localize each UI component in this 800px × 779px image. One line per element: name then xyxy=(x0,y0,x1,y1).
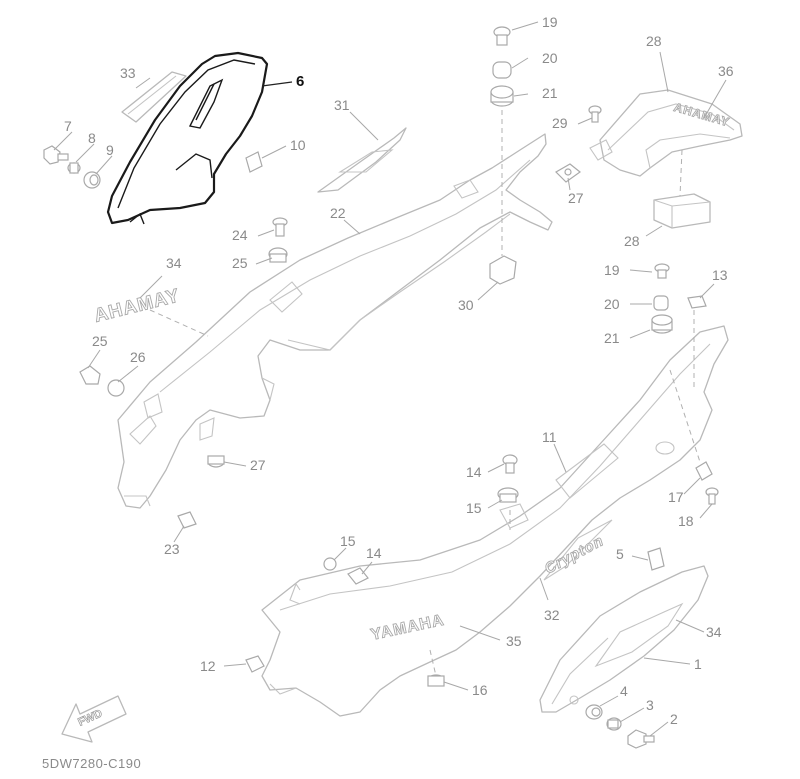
damper-part-21-upper[interactable] xyxy=(490,85,514,107)
callout-15-lower: 15 xyxy=(340,533,356,549)
callout-10: 10 xyxy=(290,137,306,153)
bolt-part-19-upper[interactable] xyxy=(493,26,511,46)
callout-29: 27 xyxy=(568,190,584,206)
clip-part-13[interactable] xyxy=(687,295,707,309)
callout-30: 29 xyxy=(552,115,568,131)
callout-25-left: 26 xyxy=(130,349,146,365)
callout-15-middle: 15 xyxy=(466,500,482,516)
collar-part-25-upper[interactable] xyxy=(268,247,288,263)
rear-cowl-part-22[interactable] xyxy=(117,133,553,509)
yamaha-mirrored-logo: AHAMAY xyxy=(92,285,183,327)
callout-16: 16 xyxy=(472,682,488,698)
side-cover-part-6[interactable] xyxy=(106,51,269,225)
seat-cowl-part-27[interactable] xyxy=(589,89,743,177)
callout-13: 13 xyxy=(712,267,728,283)
collar-part-8[interactable] xyxy=(67,162,81,174)
grommet-part-12[interactable] xyxy=(245,655,265,673)
fwd-arrow: FWD xyxy=(61,695,127,743)
bolt-part-7[interactable] xyxy=(43,145,69,165)
collar-part-20-upper[interactable] xyxy=(492,61,512,79)
bolt-part-2[interactable] xyxy=(627,729,655,749)
callout-6: 6 xyxy=(296,73,304,90)
callout-21-right: 21 xyxy=(604,330,620,346)
callout-34-upper: 33 xyxy=(120,65,136,81)
callout-7: 7 xyxy=(64,118,72,134)
callout-23: 23 xyxy=(164,541,180,557)
block-part-31[interactable] xyxy=(489,255,517,285)
callout-21-upper: 21 xyxy=(542,85,558,101)
decal-part-34-upper[interactable] xyxy=(121,71,187,123)
bolt-part-19-right[interactable] xyxy=(654,263,670,279)
callout-25-upper: 25 xyxy=(232,255,248,271)
clip-part-17[interactable] xyxy=(695,461,713,481)
screw-part-24-upper[interactable] xyxy=(272,217,288,237)
callout-labels: 6 33 7 8 9 10 31 22 24 25 34 25 26 27 23… xyxy=(64,14,734,727)
nut-part-15-lower[interactable] xyxy=(323,557,337,571)
emblem-part-32[interactable] xyxy=(317,127,407,193)
callout-5: 5 xyxy=(616,546,624,562)
callout-11: 11 xyxy=(542,429,557,445)
callout-27: 28 xyxy=(646,33,662,49)
side-panel-part-1[interactable] xyxy=(539,565,709,713)
callout-32: 31 xyxy=(334,97,350,113)
nut-part-15-middle[interactable] xyxy=(497,487,519,503)
damper-part-9[interactable] xyxy=(83,171,101,189)
damper-part-21-right[interactable] xyxy=(651,314,673,334)
callout-2: 2 xyxy=(670,711,678,727)
side-cover-part-11[interactable] xyxy=(261,325,729,717)
callout-35-upper: 34 xyxy=(166,255,182,271)
grommet-part-16[interactable] xyxy=(427,674,445,687)
callout-28: 28 xyxy=(624,233,640,249)
screw-part-30[interactable] xyxy=(588,105,602,123)
callout-4: 4 xyxy=(620,683,628,699)
callout-24-left: 25 xyxy=(92,333,108,349)
leader-lines xyxy=(53,21,727,737)
callout-33: 32 xyxy=(544,607,560,623)
collar-part-23[interactable] xyxy=(177,511,197,529)
callout-22: 22 xyxy=(330,205,346,221)
callout-20-upper: 20 xyxy=(542,50,558,66)
callout-34-lower: 34 xyxy=(706,624,722,640)
clip-part-5[interactable] xyxy=(647,547,665,571)
screw-part-14-middle[interactable] xyxy=(502,454,518,474)
collar-part-25-left[interactable] xyxy=(107,379,125,397)
callout-9: 9 xyxy=(106,142,114,158)
callout-35-lower: 35 xyxy=(506,633,522,649)
callout-19-upper: 19 xyxy=(542,14,558,30)
grommet-part-26[interactable] xyxy=(207,455,225,468)
callout-36: 36 xyxy=(718,63,734,79)
callout-14-lower: 14 xyxy=(366,545,382,561)
callout-24-upper: 24 xyxy=(232,227,248,243)
damper-part-4[interactable] xyxy=(585,704,603,720)
clip-part-10[interactable] xyxy=(245,151,263,173)
block-part-28[interactable] xyxy=(653,193,711,229)
callout-1: 1 xyxy=(694,656,702,672)
callout-20-right: 20 xyxy=(604,296,620,312)
callout-3: 3 xyxy=(646,697,654,713)
callout-8: 8 xyxy=(88,130,96,146)
diagram-code: 5DW7280-C190 xyxy=(42,756,141,771)
callout-18: 18 xyxy=(678,513,694,529)
screw-part-14-lower[interactable] xyxy=(347,567,369,585)
callout-19-right: 19 xyxy=(604,262,620,278)
collar-part-20-right[interactable] xyxy=(653,295,669,311)
bolt-part-24-left[interactable] xyxy=(79,365,101,385)
callout-31: 30 xyxy=(458,297,474,313)
yamaha-mirrored-logo-text: AHAMAY xyxy=(92,285,182,327)
callout-12: 12 xyxy=(200,658,216,674)
collar-part-3[interactable] xyxy=(606,717,622,731)
callout-26: 27 xyxy=(250,457,266,473)
callout-17: 17 xyxy=(668,489,684,505)
callout-14-middle: 14 xyxy=(466,464,482,480)
nut-plate-part-29[interactable] xyxy=(555,163,581,183)
screw-part-18[interactable] xyxy=(705,487,719,505)
